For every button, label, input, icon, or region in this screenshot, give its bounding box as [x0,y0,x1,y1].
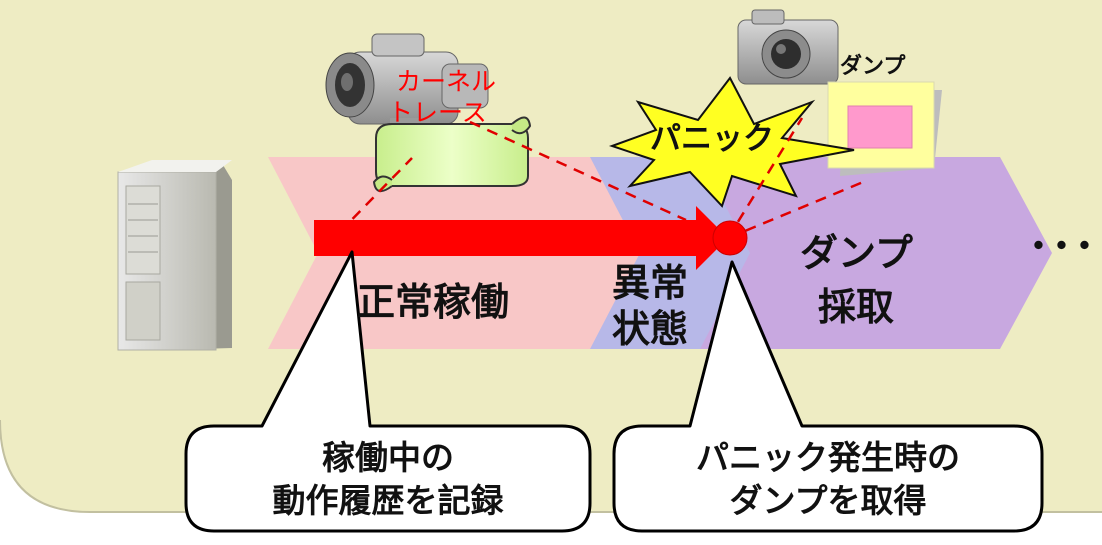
callout-right-line1: パニック発生時の [696,437,960,477]
panic-point-marker [712,220,748,256]
dump-note-icon [827,81,942,176]
panel-edge [0,419,1102,513]
callout-left-line2: 動作履歴を記録 [272,480,504,520]
stage-dump [700,157,1052,349]
stage-dump-label-line1: ダンプ [800,231,913,275]
callout-right-text: パニック発生時の ダンプを取得 [614,426,1042,531]
callout-right-bubble [612,260,1044,533]
callout-left-line1: 稼働中の [322,437,454,477]
panic-burst-icon [608,76,855,208]
kernel-trace-label-line1: カーネル [396,67,497,96]
still-camera-icon [737,9,839,85]
kernel-trace-label-line2: トレース [388,98,487,127]
panic-label: パニック [650,121,774,157]
stage-normal-label: 正常稼働 [357,280,510,324]
stage-dump-label-line2: 採取 [818,285,895,329]
stage-abnormal-label-line2: 状態 [612,307,689,351]
server-icon [117,160,232,351]
execution-arrow [314,206,728,270]
continuation-ellipsis: ･･･ [1028,222,1098,271]
callout-right-line2: ダンプを取得 [729,480,927,520]
callout-left-bubble [184,250,592,533]
dump-label: ダンプ [840,54,906,79]
trace-scroll-icon [372,116,532,193]
stage-abnormal-label-line1: 異常 [612,261,689,305]
callout-left-text: 稼働中の 動作履歴を記録 [186,426,590,531]
